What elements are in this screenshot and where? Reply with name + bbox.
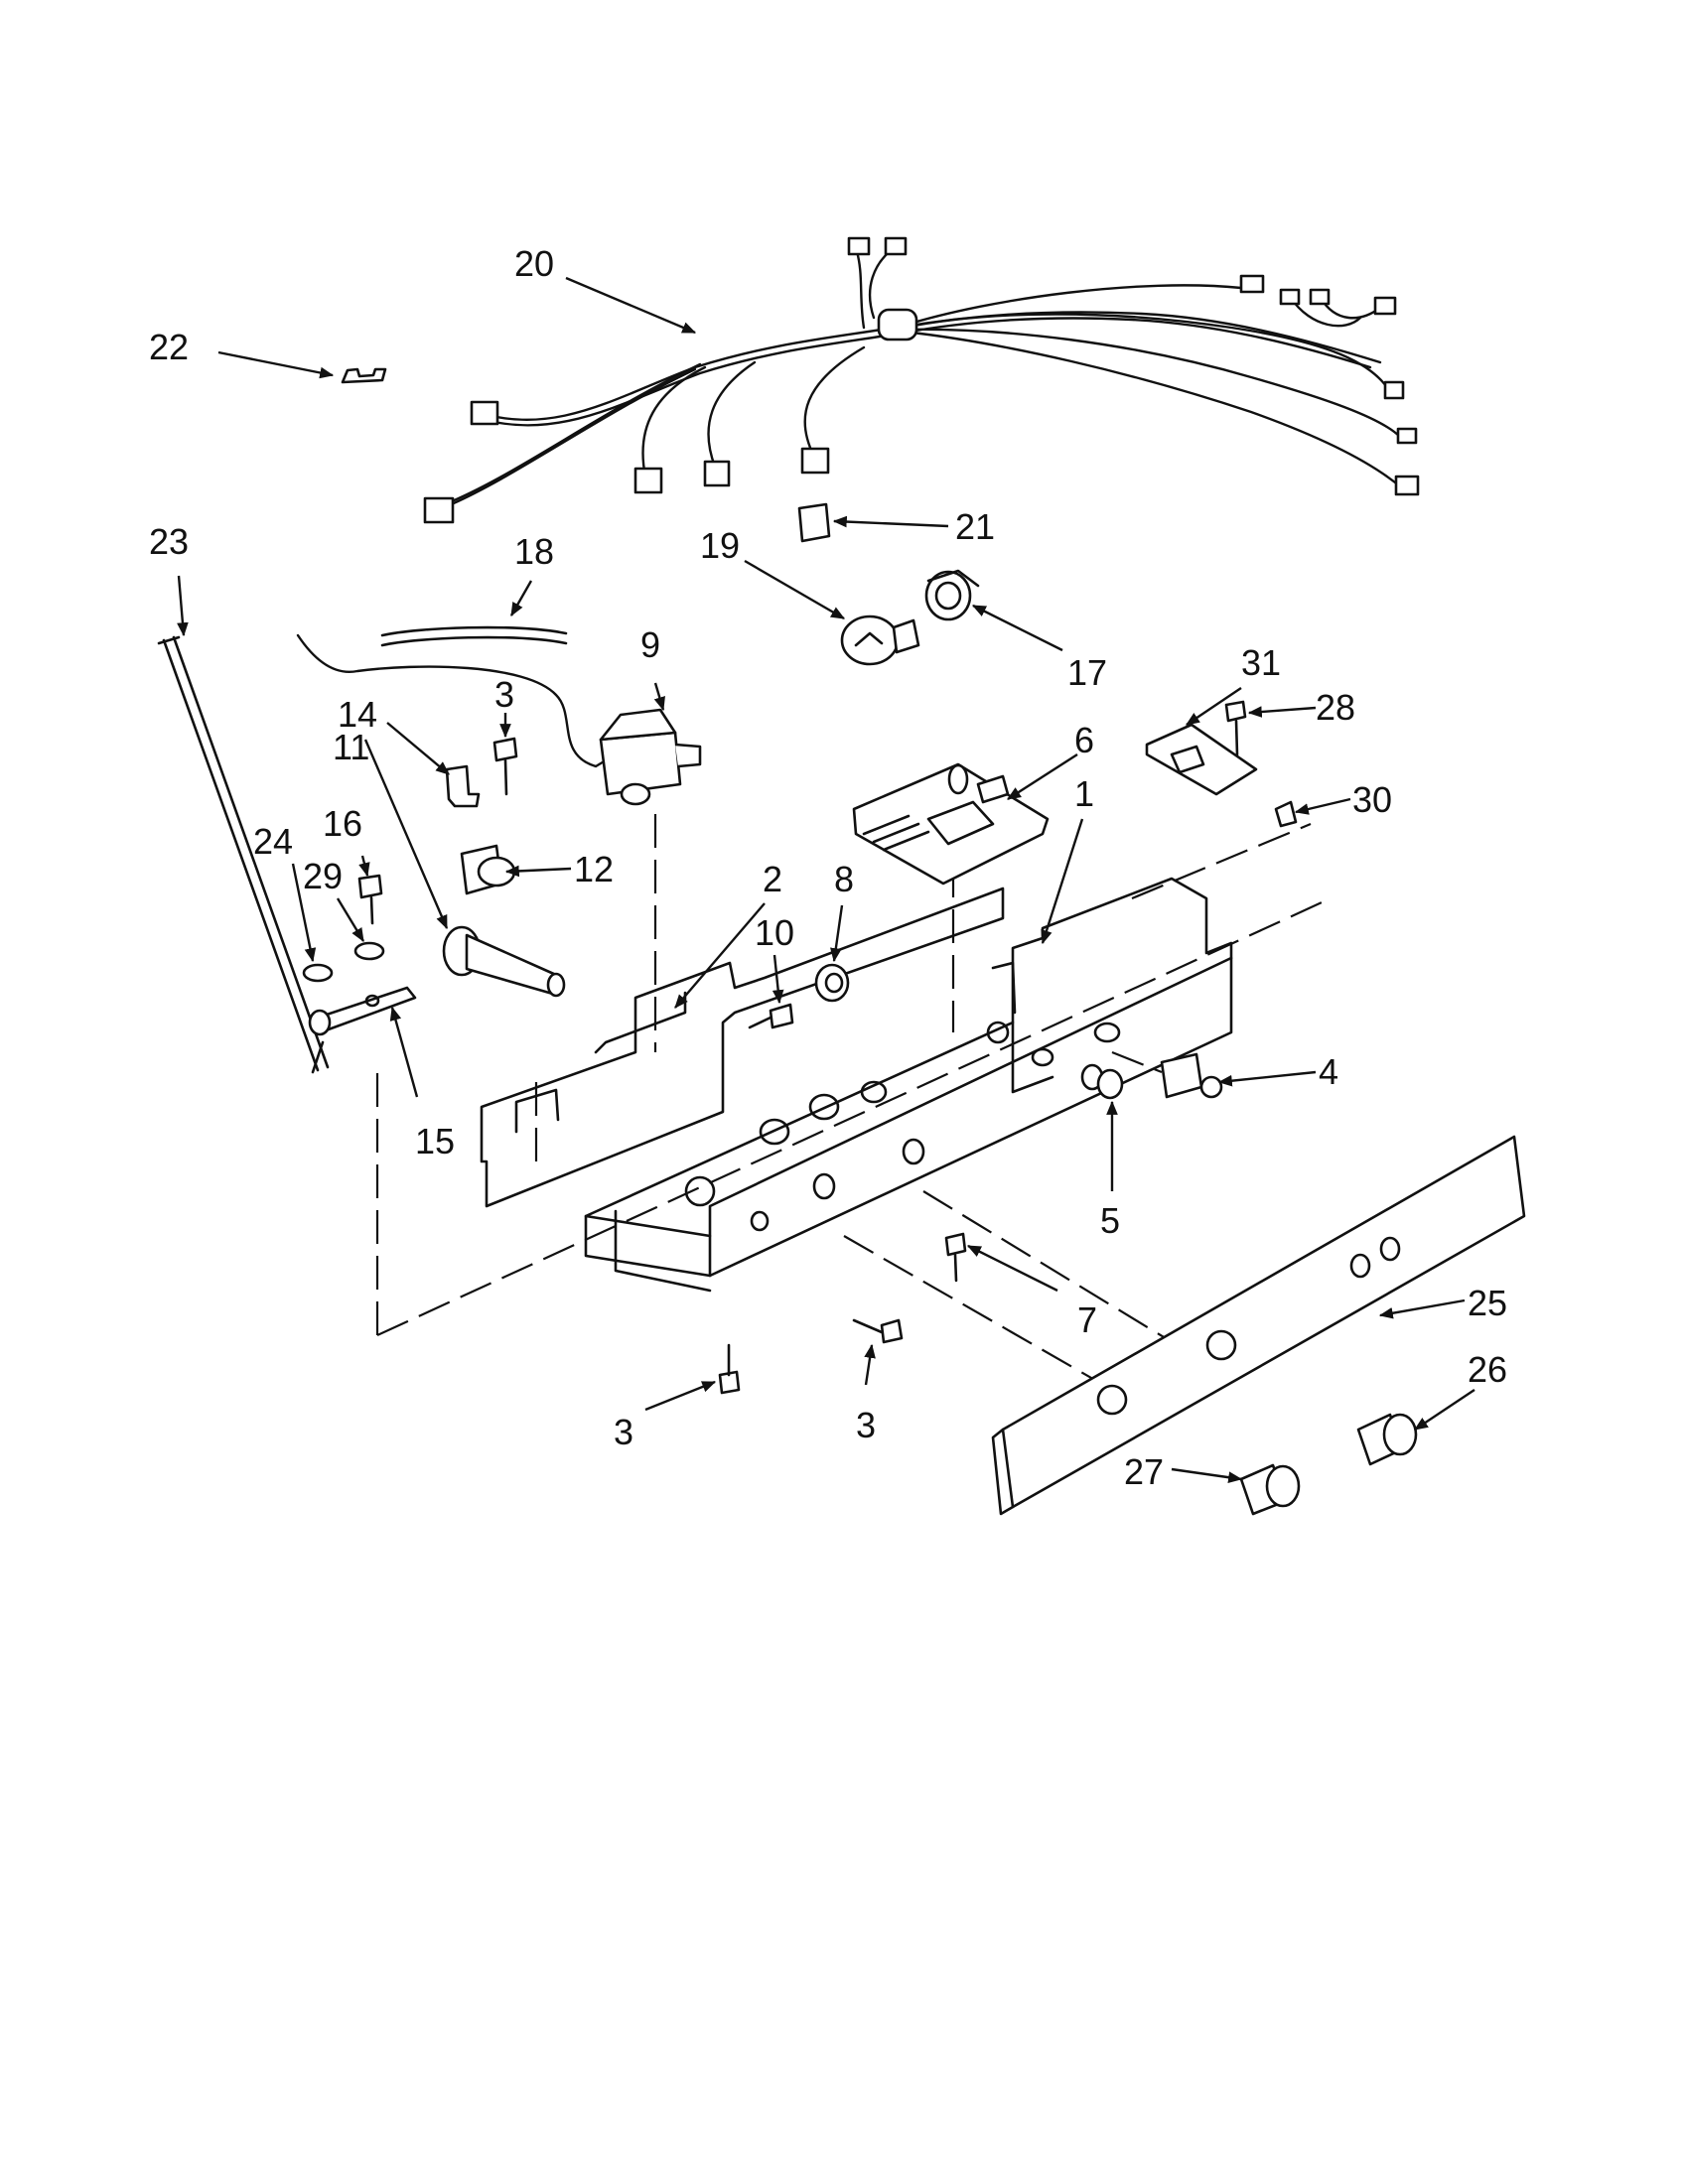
screw-3-lower-right (852, 1318, 904, 1344)
assembly-lines (375, 814, 1332, 1391)
washer-24 (302, 963, 334, 983)
screw-3-upper (492, 737, 518, 796)
board-31 (1145, 723, 1258, 796)
callout-17: 17 (1067, 652, 1107, 693)
knob-26 (1356, 1413, 1418, 1466)
callout-6: 6 (1074, 720, 1094, 760)
bulb-19 (840, 614, 920, 666)
callout-19: 19 (700, 525, 740, 566)
screw-3-lower-left (718, 1343, 741, 1395)
wire-harness (423, 236, 1420, 524)
callout-21: 21 (955, 506, 995, 547)
callout-25: 25 (1468, 1283, 1507, 1323)
button-5 (1096, 1068, 1124, 1100)
clip-30 (1274, 800, 1298, 828)
washer-29 (353, 941, 385, 961)
plate-2 (480, 887, 1005, 1208)
callout-9: 9 (640, 624, 660, 665)
callout-10: 10 (755, 912, 794, 953)
grommet-8 (814, 963, 850, 1003)
panel-25 (991, 1135, 1526, 1516)
callout-4: 4 (1319, 1051, 1338, 1092)
callout-5: 5 (1100, 1200, 1120, 1241)
callout-23: 23 (149, 521, 189, 562)
callout-3-lower-left: 3 (614, 1412, 633, 1452)
callout-27: 27 (1124, 1451, 1164, 1492)
thermostat-11 (442, 925, 566, 998)
cover-14 (445, 764, 481, 808)
screw-28 (1224, 700, 1247, 756)
screw-16 (357, 874, 383, 925)
callout-11: 11 (333, 727, 369, 767)
callout-labels: 20 22 23 18 21 19 17 9 3 14 11 12 16 24 … (149, 243, 1507, 1492)
screw-7 (944, 1232, 967, 1283)
callout-18: 18 (514, 531, 554, 572)
callout-16: 16 (323, 803, 362, 844)
switch-9 (599, 708, 702, 806)
tube-18 (296, 625, 618, 768)
bracket-12 (460, 844, 516, 895)
callout-22: 22 (149, 327, 189, 367)
link-15 (308, 986, 417, 1036)
board-6 (852, 762, 1050, 886)
callout-30: 30 (1352, 779, 1392, 820)
callout-31: 31 (1241, 642, 1281, 683)
callout-14: 14 (338, 694, 377, 735)
callout-28: 28 (1316, 687, 1355, 728)
callout-29: 29 (303, 856, 343, 896)
clip-22 (341, 367, 387, 384)
callout-8: 8 (834, 859, 854, 899)
switch-4 (1160, 1052, 1223, 1099)
leader-lines (177, 276, 1475, 1483)
housing-1 (584, 877, 1233, 1293)
knob-27 (1239, 1463, 1301, 1516)
callout-24: 24 (253, 821, 293, 862)
callout-12: 12 (574, 849, 614, 889)
lamp-socket-17 (924, 569, 980, 621)
screw-10 (748, 1003, 794, 1029)
rod-23 (157, 635, 330, 1074)
callout-2: 2 (763, 859, 782, 899)
callout-15: 15 (415, 1121, 455, 1161)
callout-26: 26 (1468, 1349, 1507, 1390)
callout-3-top: 3 (494, 674, 514, 715)
callout-20: 20 (514, 243, 554, 284)
callout-1: 1 (1074, 773, 1094, 814)
callout-3-lower-right: 3 (856, 1405, 876, 1445)
callout-7: 7 (1077, 1299, 1097, 1340)
socket-21 (797, 502, 831, 543)
